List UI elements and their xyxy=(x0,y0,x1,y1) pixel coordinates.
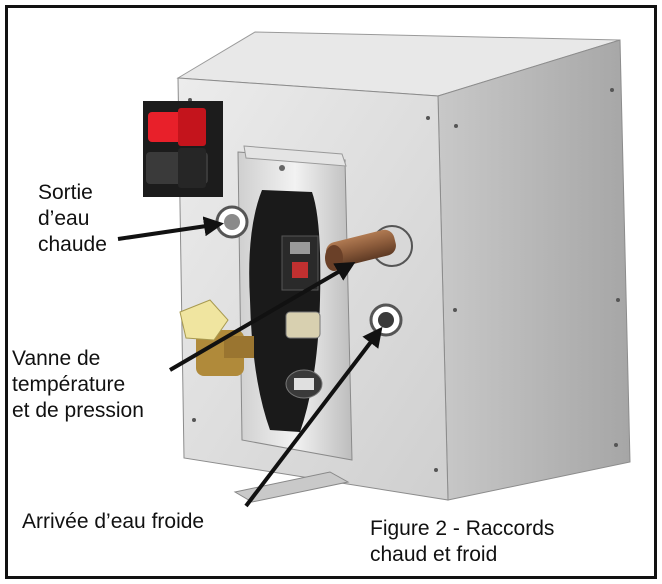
screw xyxy=(616,298,620,302)
mounting-bracket xyxy=(233,471,350,503)
label-hot-water-outlet: Sortie d’eau chaude xyxy=(38,181,107,256)
terminal-black-knob xyxy=(178,148,206,188)
screw xyxy=(454,124,458,128)
leader-arrows xyxy=(117,216,383,508)
valve-pipe xyxy=(224,336,254,358)
pipe-body xyxy=(325,229,396,268)
arrow-tp-valve xyxy=(168,261,356,372)
screw xyxy=(426,116,430,120)
inlet-hole xyxy=(378,312,394,328)
screw xyxy=(614,443,618,447)
thermostat-reset xyxy=(292,262,308,278)
arrow-hot-outlet xyxy=(117,216,224,241)
label-tp-valve: Vanne de température et de pression xyxy=(12,347,144,422)
terminal-block xyxy=(143,101,223,197)
pipe-end xyxy=(325,245,343,271)
outlet-hole xyxy=(224,214,240,230)
control-dial-face xyxy=(294,378,314,390)
panel-screw xyxy=(279,165,285,171)
screw xyxy=(453,308,457,312)
tp-valve xyxy=(179,299,254,376)
label-cold-water-inlet: Arrivée d’eau froide xyxy=(22,510,205,533)
screw xyxy=(434,468,438,472)
hot-water-outlet xyxy=(215,205,249,239)
thermostat-button xyxy=(290,242,310,254)
cabinet-side xyxy=(437,39,631,501)
screw xyxy=(192,418,196,422)
screw xyxy=(610,88,614,92)
access-panel xyxy=(237,145,353,461)
cold-water-inlet xyxy=(369,303,403,337)
panel-raised xyxy=(243,145,347,167)
arrow-cold-inlet xyxy=(244,326,383,508)
heating-element xyxy=(285,311,321,339)
terminal-red-knob xyxy=(178,108,206,146)
figure-caption: Figure 2 - Raccords chaud et froid xyxy=(370,517,555,566)
valve-knob xyxy=(179,299,229,341)
